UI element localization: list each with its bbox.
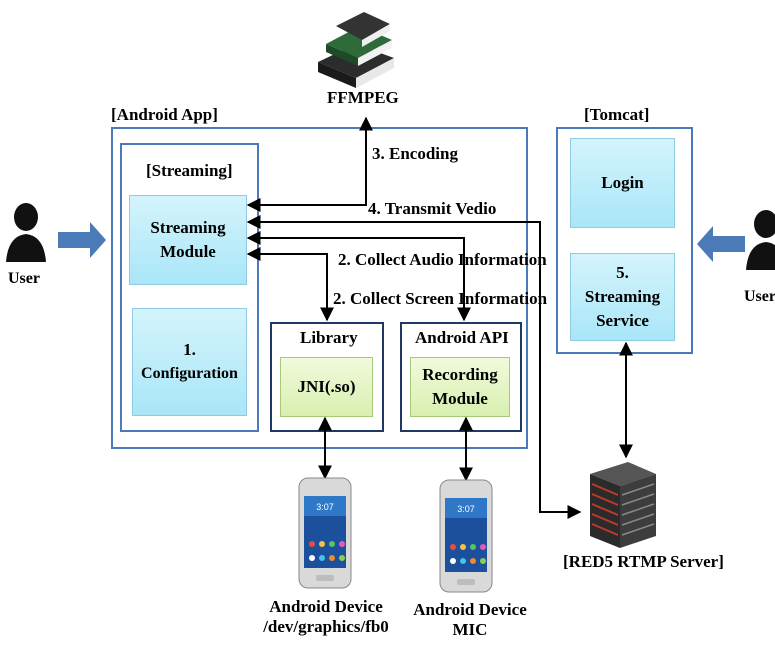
streaming-title: [Streaming]	[146, 161, 233, 180]
encoding-label: 3. Encoding	[372, 144, 458, 163]
right-phone-icon: 3:07	[439, 479, 493, 593]
right-device-line1: Android Device	[413, 600, 527, 619]
left-device-line2: /dev/graphics/fb0	[263, 617, 389, 636]
service-line2: Streaming	[584, 287, 661, 306]
tomcat-title: [Tomcat]	[584, 105, 650, 124]
right-device-label: Android Device MIC	[400, 600, 540, 640]
android-app-title: [Android App]	[111, 105, 218, 124]
left-phone-clock: 3:07	[316, 502, 334, 512]
left-user-label: User	[8, 270, 40, 287]
left-user-icon	[6, 203, 46, 262]
configuration-module: 1. Configuration	[132, 308, 247, 416]
right-user-arrow	[697, 226, 745, 262]
left-device-line1: Android Device	[269, 597, 383, 616]
collect-audio-arrow	[246, 231, 471, 322]
login-module: Login	[570, 138, 675, 228]
right-phone-clock: 3:07	[457, 504, 475, 514]
right-user-label: User	[744, 288, 775, 305]
service-line3: Service	[596, 311, 649, 330]
configuration-line2: Configuration	[141, 365, 238, 382]
server-rack-icon	[590, 462, 656, 548]
transmit-arrow	[246, 215, 582, 519]
configuration-line1: 1.	[183, 340, 196, 359]
streaming-module-line2: Module	[160, 242, 216, 261]
encoding-arrow	[246, 116, 373, 212]
collect-audio-label: 2. Collect Audio Information	[338, 250, 547, 269]
left-user-arrow	[58, 222, 106, 258]
transmit-label: 4. Transmit Vedio	[368, 199, 497, 218]
ffmpeg-label: FFMPEG	[327, 88, 399, 107]
streaming-service-module: 5. Streaming Service	[570, 253, 675, 341]
right-device-line2: MIC	[452, 620, 488, 639]
left-device-label: Android Device /dev/graphics/fb0	[256, 597, 396, 637]
ffmpeg-books-icon	[318, 12, 394, 88]
right-user-icon	[746, 210, 775, 270]
red5-server-label: [RED5 RTMP Server]	[563, 552, 724, 571]
streaming-module: Streaming Module	[129, 195, 247, 285]
left-phone-icon: 3:07	[298, 477, 352, 589]
service-line1: 5.	[616, 263, 629, 282]
collect-screen-arrow	[246, 247, 334, 322]
login-label: Login	[601, 173, 644, 192]
collect-screen-label: 2. Collect Screen Information	[333, 289, 548, 308]
streaming-module-line1: Streaming	[150, 218, 226, 237]
